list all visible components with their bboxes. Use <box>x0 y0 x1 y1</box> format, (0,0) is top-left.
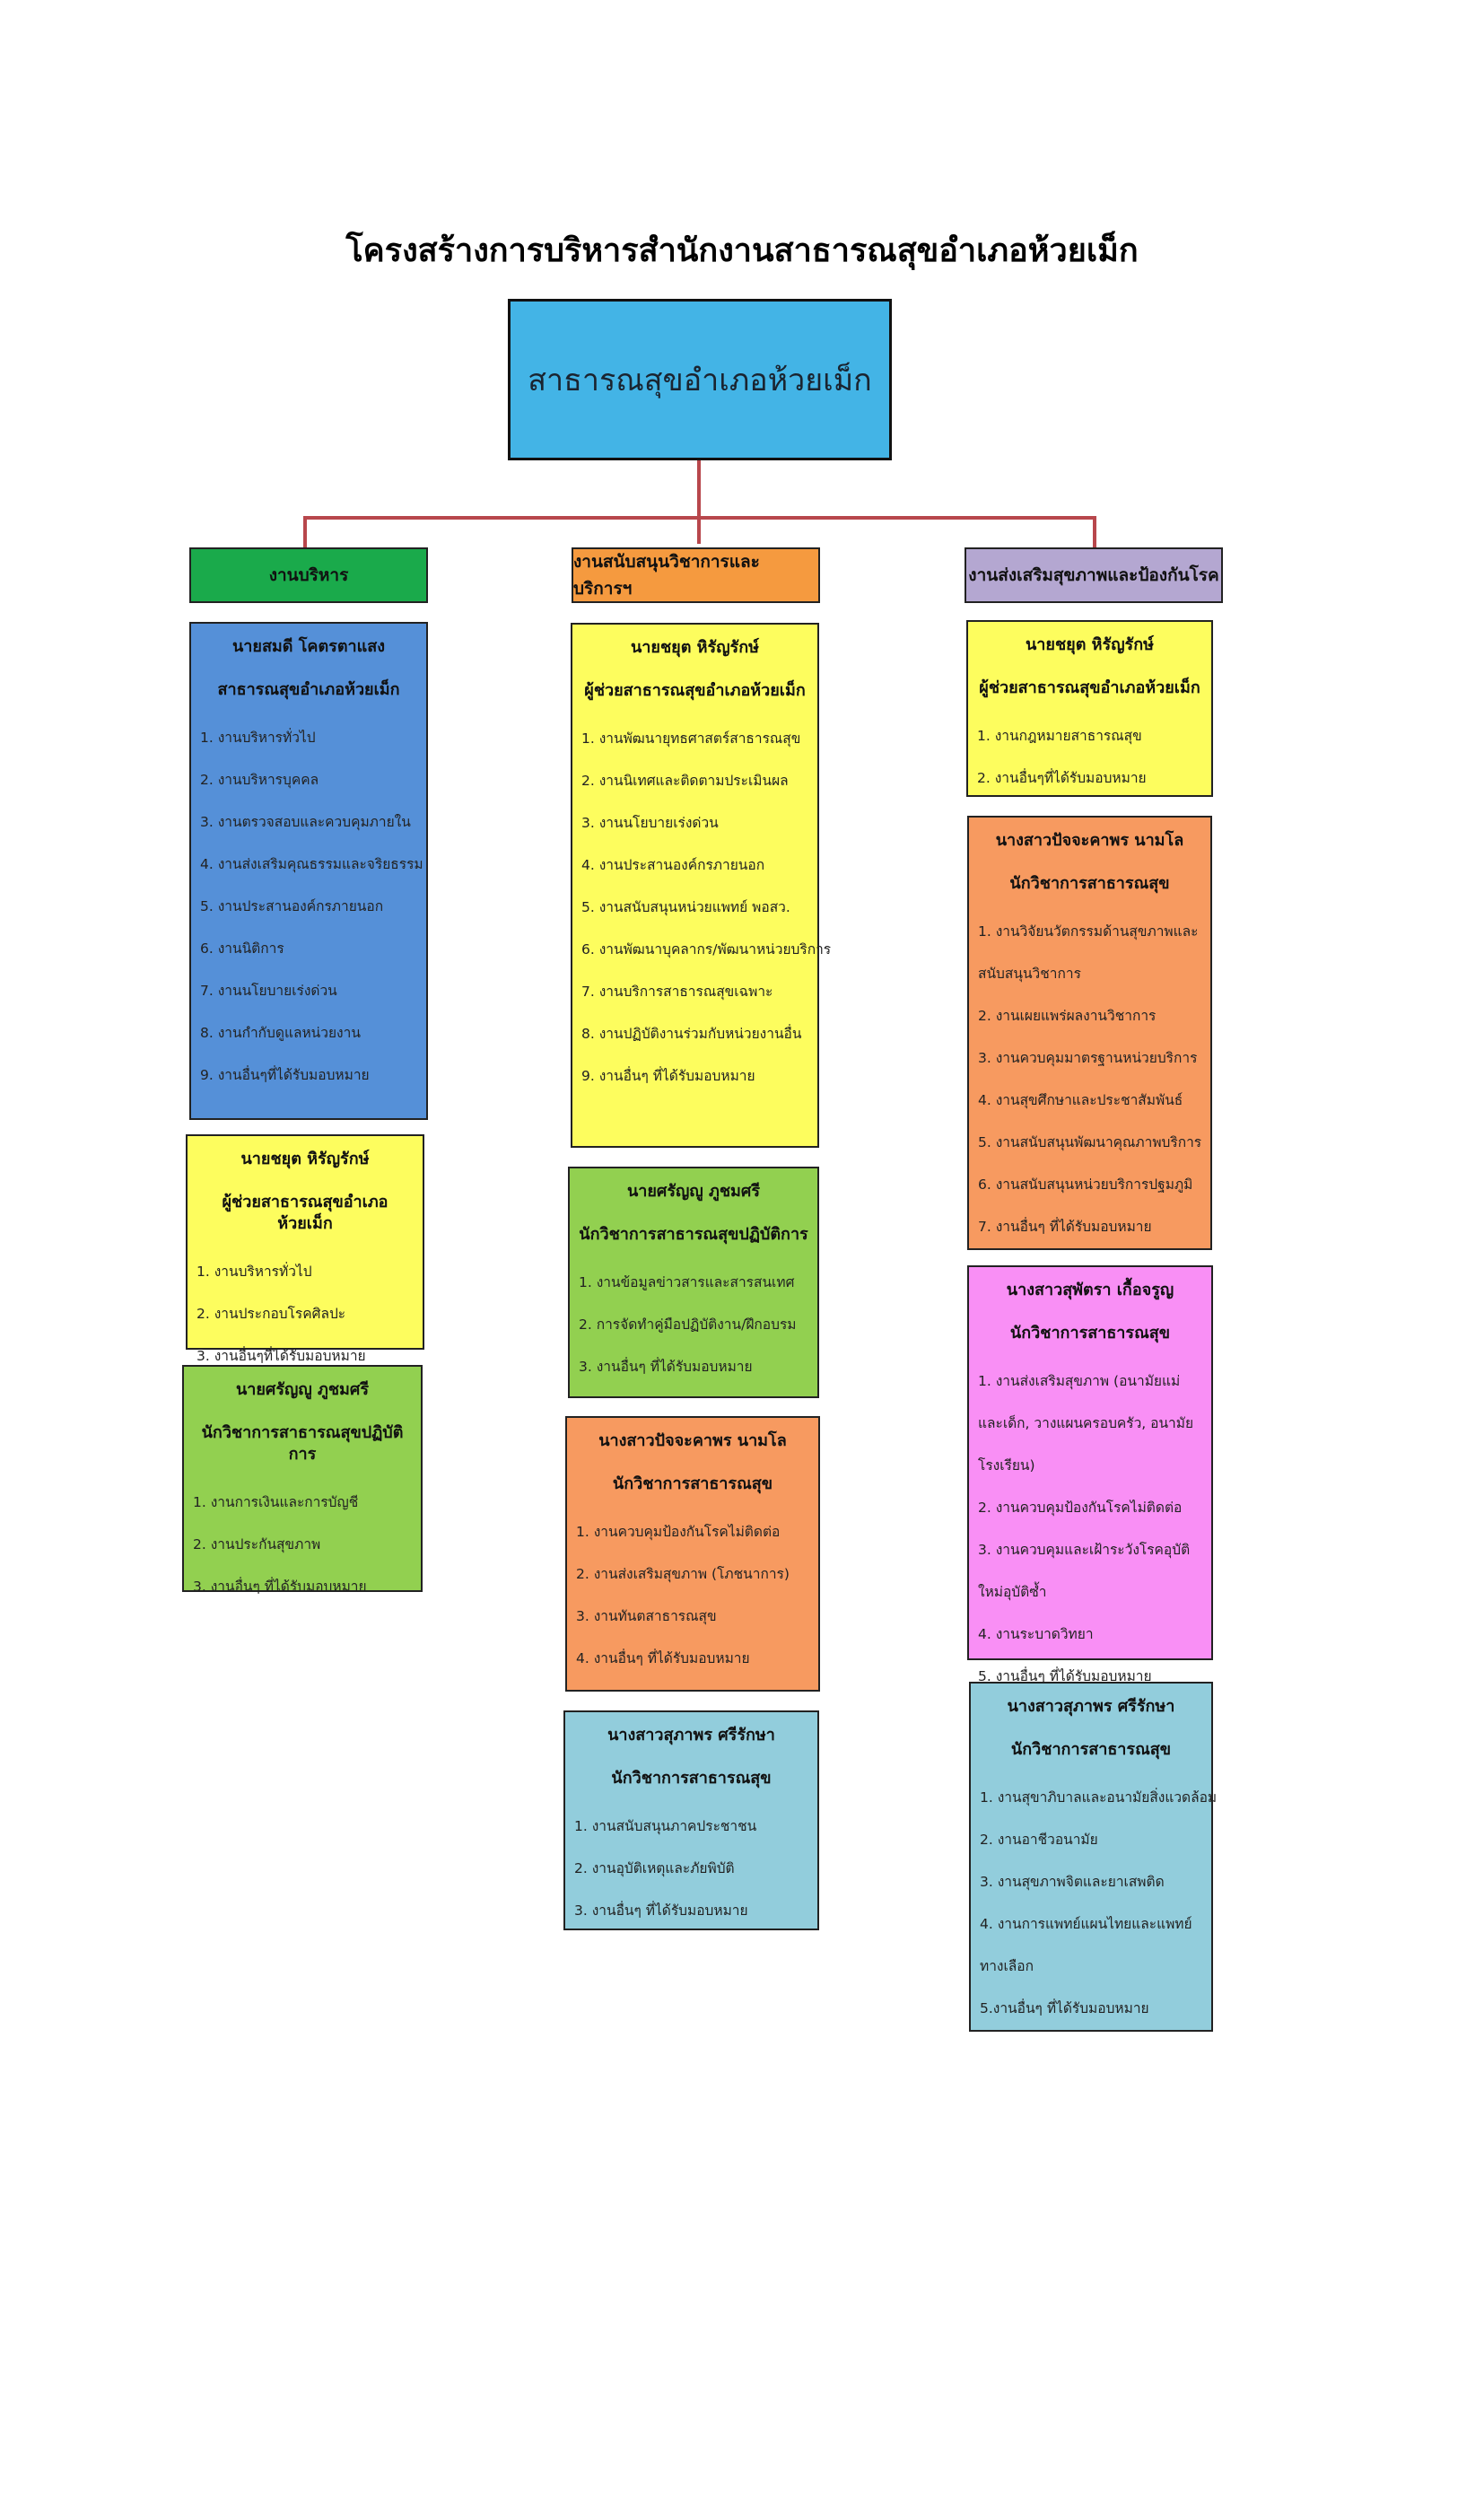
person-role: นักวิชาการสาธารณสุข <box>1010 1740 1172 1759</box>
person-name: นางสาวปัจจะคาพร นามโล <box>598 1431 787 1450</box>
duty-item: 6. งานนิติการ <box>200 940 284 957</box>
duty-item: 2. งานประกันสุขภาพ <box>193 1536 321 1553</box>
person-name: นางสาวสุพัตรา เกื้อจรูญ <box>1006 1281 1174 1299</box>
person-role: นักวิชาการสาธารณสุข <box>612 1474 773 1493</box>
duty-item: 2. งานอื่นๆที่ได้รับมอบหมาย <box>977 770 1147 786</box>
duty-item: 3. งานนโยบายเร่งด่วน <box>581 815 719 831</box>
duty-item: 4. งานการแพทย์แผนไทยและแพทย์ทางเลือก <box>980 1916 1192 1974</box>
connector-horizontal <box>303 516 1096 520</box>
duty-item: 3. งานอื่นๆ ที่ได้รับมอบหมาย <box>574 1902 748 1919</box>
duty-item: 5. งานอื่นๆ ที่ได้รับมอบหมาย <box>978 1668 1152 1684</box>
duty-item: 1. งานสนับสนุนภาคประชาชน <box>574 1818 757 1834</box>
duty-item: 2. งานอาชีวอนามัย <box>980 1832 1098 1848</box>
header-label: งานสนับสนุนวิชาการและบริการฯ <box>573 552 760 599</box>
duty-item: 5. งานสนับสนุนพัฒนาคุณภาพบริการ <box>978 1134 1202 1150</box>
duty-item: 7. งานนโยบายเร่งด่วน <box>200 983 337 999</box>
person-role: ผู้ช่วยสาธารณสุขอำเภอห้วยเม็ก <box>979 678 1200 697</box>
duty-item: 8. งานกำกับดูแลหน่วยงาน <box>200 1025 361 1041</box>
person-name: นายสมดี โคตรตาแสง <box>231 637 385 656</box>
duty-item: 5. งานประสานองค์กรภายนอก <box>200 898 384 914</box>
duty-item: 1. งานพัฒนายุทธศาสตร์สาธารณสุข <box>581 730 801 747</box>
person-role: นักวิชาการสาธารณสุขปฏิบัติการ <box>201 1423 404 1464</box>
card-promotion-3: นางสาวสุพัตรา เกื้อจรูญ นักวิชาการสาธารณ… <box>967 1265 1213 1684</box>
duty-item: 2. งานอุบัติเหตุและภัยพิบัติ <box>574 1860 735 1876</box>
card-academic-3: นางสาวปัจจะคาพร นามโล นักวิชาการสาธารณสุ… <box>565 1416 820 1692</box>
card-admin-1: นายสมดี โคตรตาแสง สาธารณสุขอำเภอห้วยเม็ก… <box>189 622 428 1120</box>
card-admin-3: นายศรัญญู ภูชมศรี นักวิชาการสาธารณสุขปฏิ… <box>182 1365 423 1595</box>
duty-item: 1. งานกฎหมายสาธารณสุข <box>977 728 1142 744</box>
duty-item: 3. งานควบคุมและเฝ้าระวังโรคอุบัติใหม่อุบ… <box>978 1542 1191 1600</box>
duty-item: 4. งานส่งเสริมคุณธรรมและจริยธรรม <box>200 856 423 872</box>
duty-item: 1. งานสุขาภิบาลและอนามัยสิ่งแวดล้อม <box>980 1789 1218 1806</box>
duty-item: 3. งานทันตสาธารณสุข <box>576 1608 717 1624</box>
duty-item: 9. งานอื่นๆ ที่ได้รับมอบหมาย <box>581 1068 755 1084</box>
person-name: นายศรัญญู ภูชมศรี <box>235 1380 370 1399</box>
duty-item: 2. งานส่งเสริมสุขภาพ (โภชนาการ) <box>576 1566 790 1582</box>
duty-item: 1. งานการเงินและการบัญชี <box>193 1494 359 1510</box>
duty-item: 3. งานควบคุมมาตรฐานหน่วยบริการ <box>978 1050 1198 1066</box>
person-role: ผู้ช่วยสาธารณสุขอำเภอห้วยเม็ก <box>222 1193 388 1233</box>
header-administration: งานบริหาร <box>189 547 428 603</box>
duty-item: 7. งานอื่นๆ ที่ได้รับมอบหมาย <box>978 1219 1152 1235</box>
person-role: สาธารณสุขอำเภอห้วยเม็ก <box>217 680 400 699</box>
person-name: นางสาวสุภาพร ศรีรักษา <box>1007 1697 1175 1716</box>
duty-item: 1. งานบริหารทั่วไป <box>200 730 316 746</box>
header-label: งานบริหาร <box>268 565 349 585</box>
duty-item: 5.งานอื่นๆ ที่ได้รับมอบหมาย <box>980 2000 1149 2016</box>
duty-item: 1. งานส่งเสริมสุขภาพ (อนามัยแม่และเด็ก, … <box>978 1373 1194 1474</box>
header-label: งานส่งเสริมสุขภาพและป้องกันโรค <box>968 565 1219 585</box>
duty-item: 1. งานวิจัยนวัตกรรมด้านสุขภาพและสนับสนุน… <box>978 923 1199 982</box>
connector-left-drop <box>303 516 307 548</box>
person-name: นายชยุต หิรัญรักษ์ <box>1026 635 1154 654</box>
duty-item: 4. งานประสานองค์กรภายนอก <box>581 857 765 873</box>
connector-right-drop <box>1093 516 1096 548</box>
duty-item: 4. งานอื่นๆ ที่ได้รับมอบหมาย <box>576 1650 750 1666</box>
duty-item: 6. งานสนับสนุนหน่วยบริการปฐมภูมิ <box>978 1176 1193 1193</box>
person-role: ผู้ช่วยสาธารณสุขอำเภอห้วยเม็ก <box>584 681 806 700</box>
page-title: โครงสร้างการบริหารสำนักงานสาธารณสุขอำเภอ… <box>345 232 1139 269</box>
person-name: นายชยุต หิรัญรักษ์ <box>240 1150 370 1168</box>
card-admin-2: นายชยุต หิรัญรักษ์ ผู้ช่วยสาธารณสุขอำเภอ… <box>186 1134 424 1364</box>
duty-item: 3. งานอื่นๆ ที่ได้รับมอบหมาย <box>193 1579 367 1595</box>
duty-item: 3. งานตรวจสอบและควบคุมภายใน <box>200 814 411 830</box>
person-name: นางสาวสุภาพร ศรีรักษา <box>607 1726 775 1745</box>
card-promotion-1: นายชยุต หิรัญรักษ์ ผู้ช่วยสาธารณสุขอำเภอ… <box>966 620 1213 797</box>
duty-item: 4. งานสุขศึกษาและประชาสัมพันธ์ <box>978 1092 1183 1108</box>
card-promotion-4: นางสาวสุภาพร ศรีรักษา นักวิชาการสาธารณสุ… <box>969 1682 1218 2032</box>
duty-item: 2. งานนิเทศและติดตามประเมินผล <box>581 773 789 789</box>
duty-item: 1. งานควบคุมป้องกันโรคไม่ติดต่อ <box>576 1524 781 1540</box>
duty-item: 8. งานปฏิบัติงานร่วมกับหน่วยงานอื่น <box>581 1026 802 1042</box>
duty-item: 4. งานระบาดวิทยา <box>978 1626 1094 1642</box>
duty-item: 3. งานสุขภาพจิตและยาเสพติด <box>980 1874 1165 1890</box>
header-health-promotion: งานส่งเสริมสุขภาพและป้องกันโรค <box>965 547 1223 603</box>
duty-item: 1. งานบริหารทั่วไป <box>196 1264 312 1280</box>
duty-item: 3. งานอื่นๆ ที่ได้รับมอบหมาย <box>579 1359 753 1375</box>
duty-item: 9. งานอื่นๆที่ได้รับมอบหมาย <box>200 1067 370 1083</box>
person-role: นักวิชาการสาธารณสุข <box>1009 874 1170 893</box>
duty-item: 2. งานควบคุมป้องกันโรคไม่ติดต่อ <box>978 1500 1183 1516</box>
person-role: นักวิชาการสาธารณสุขปฏิบัติการ <box>579 1225 808 1244</box>
card-promotion-2: นางสาวปัจจะคาพร นามโล นักวิชาการสาธารณสุ… <box>967 816 1212 1250</box>
duty-item: 5. งานสนับสนุนหน่วยแพทย์ พอสว. <box>581 899 790 915</box>
person-name: นางสาวปัจจะคาพร นามโล <box>995 831 1184 850</box>
duty-item: 1. งานข้อมูลข่าวสารและสารสนเทศ <box>579 1274 795 1290</box>
card-academic-4: นางสาวสุภาพร ศรีรักษา นักวิชาการสาธารณสุ… <box>563 1710 819 1930</box>
duty-item: 2. งานเผยแพร่ผลงานวิชาการ <box>978 1008 1157 1024</box>
duty-item: 2. งานบริหารบุคคล <box>200 772 319 788</box>
person-name: นายชยุต หิรัญรักษ์ <box>631 638 759 657</box>
duty-item: 6. งานพัฒนาบุคลากร/พัฒนาหน่วยบริการ <box>581 941 832 958</box>
connector-trunk <box>697 460 701 544</box>
district-health-office-box: สาธารณสุขอำเภอห้วยเม็ก <box>508 299 892 460</box>
person-role: นักวิชาการสาธารณสุข <box>1009 1324 1171 1343</box>
duty-item: 2. งานประกอบโรคศิลปะ <box>196 1306 346 1322</box>
duty-item: 7. งานบริการสาธารณสุขเฉพาะ <box>581 984 773 1000</box>
top-box-label: สาธารณสุขอำเภอห้วยเม็ก <box>528 363 872 398</box>
duty-item: 2. การจัดทำคู่มือปฏิบัติงาน/ฝึกอบรม <box>579 1316 797 1333</box>
duty-item: 3. งานอื่นๆที่ได้รับมอบหมาย <box>196 1348 366 1364</box>
header-academic-support: งานสนับสนุนวิชาการและบริการฯ <box>572 547 820 603</box>
person-name: นายศรัญญู ภูชมศรี <box>626 1182 761 1201</box>
card-academic-1: นายชยุต หิรัญรักษ์ ผู้ช่วยสาธารณสุขอำเภอ… <box>571 623 832 1148</box>
card-academic-2: นายศรัญญู ภูชมศรี นักวิชาการสาธารณสุขปฏิ… <box>568 1167 819 1398</box>
person-role: นักวิชาการสาธารณสุข <box>611 1769 772 1788</box>
